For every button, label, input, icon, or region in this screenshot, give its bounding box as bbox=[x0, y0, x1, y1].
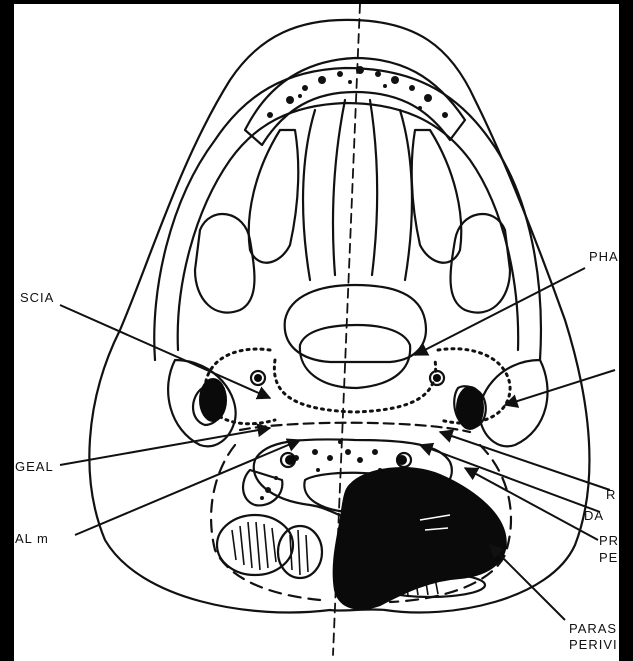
label-pha: PHA bbox=[589, 250, 619, 264]
label-pe: PE bbox=[599, 551, 618, 565]
label-fascia: SCIA bbox=[20, 291, 54, 305]
label-da: DA bbox=[584, 509, 604, 523]
prevertebral-fascia bbox=[240, 423, 470, 432]
label-pr: PR bbox=[599, 534, 619, 548]
genioglossus-left bbox=[303, 110, 315, 280]
airway bbox=[300, 325, 410, 388]
dark-mass bbox=[334, 468, 506, 609]
genioglossus-right bbox=[400, 110, 412, 280]
label-pharyngeal: GEAL bbox=[15, 460, 54, 474]
leader-muscle bbox=[75, 440, 300, 535]
label-paras: PARAS bbox=[569, 622, 617, 636]
transverse-process-left bbox=[243, 470, 282, 505]
tongue-septum-right bbox=[370, 100, 377, 275]
oropharynx bbox=[285, 285, 426, 362]
leader-fascia bbox=[60, 305, 270, 398]
tongue-septum-left bbox=[333, 100, 345, 275]
label-right-r: R bbox=[606, 488, 616, 502]
leader-right-r bbox=[505, 370, 615, 405]
tongue-lobe-left bbox=[249, 130, 299, 263]
mucosal-space-boundary bbox=[274, 360, 435, 412]
label-muscle: AL m bbox=[15, 532, 49, 546]
leader-pha bbox=[415, 268, 585, 355]
label-perivi: PERIVI bbox=[569, 638, 618, 652]
leader-paras bbox=[490, 545, 565, 620]
sublingual-space-left bbox=[195, 214, 254, 313]
diagram-panel: SCIA GEAL AL m PHA R DA PR PE PARAS PERI… bbox=[14, 4, 619, 661]
anatomy-cross-section bbox=[14, 4, 619, 661]
sublingual-space-right bbox=[451, 214, 510, 313]
